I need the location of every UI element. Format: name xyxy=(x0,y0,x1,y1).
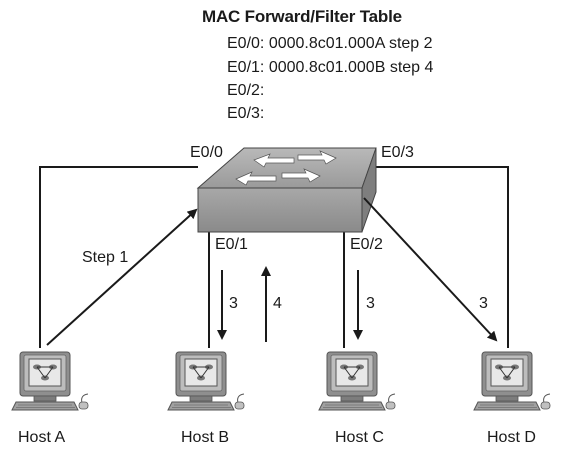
table-row-e01: E0/1: 0000.8c01.000B step 4 xyxy=(227,59,433,77)
link-host-a xyxy=(39,166,198,348)
table-row-e00: E0/0: 0000.8c01.000A step 2 xyxy=(227,35,433,53)
host-b-step3-label: 3 xyxy=(229,295,238,312)
host-a-label: Host A xyxy=(18,429,66,446)
switch-icon xyxy=(196,147,377,233)
host-d-computer-icon xyxy=(473,351,551,411)
host-b-step4-label: 4 xyxy=(273,295,282,312)
table-row-e02: E0/2: xyxy=(227,82,264,100)
port-label-e00: E0/0 xyxy=(190,144,223,161)
table-port: E0/1: xyxy=(227,59,265,76)
host-c-computer-icon xyxy=(318,351,396,411)
step1-arrow xyxy=(46,208,198,346)
host-c-label: Host C xyxy=(335,429,384,446)
host-d-step3-label: 3 xyxy=(479,295,488,312)
table-port: E0/0: xyxy=(227,35,265,52)
host-a-computer-icon xyxy=(11,351,89,411)
table-note: step 2 xyxy=(388,35,433,52)
port-label-e03: E0/3 xyxy=(381,144,414,161)
table-mac: 0000.8c01.000A xyxy=(268,35,385,52)
table-title: MAC Forward/Filter Table xyxy=(202,7,402,26)
host-b-label: Host B xyxy=(181,429,230,446)
host-c-step3-label: 3 xyxy=(366,295,375,312)
step1-label: Step 1 xyxy=(82,249,129,266)
table-note: step 4 xyxy=(389,59,434,76)
host-d-arrow xyxy=(363,197,498,342)
host-b-computer-icon xyxy=(167,351,245,411)
table-port: E0/3: xyxy=(227,105,265,122)
port-label-e01: E0/1 xyxy=(215,236,248,253)
table-port: E0/2: xyxy=(227,82,265,99)
table-row-e03: E0/3: xyxy=(227,105,264,123)
host-d-label: Host D xyxy=(487,429,536,446)
port-label-e02: E0/2 xyxy=(350,236,383,253)
link-host-d xyxy=(362,166,509,348)
table-mac: 0000.8c01.000B xyxy=(268,59,386,76)
